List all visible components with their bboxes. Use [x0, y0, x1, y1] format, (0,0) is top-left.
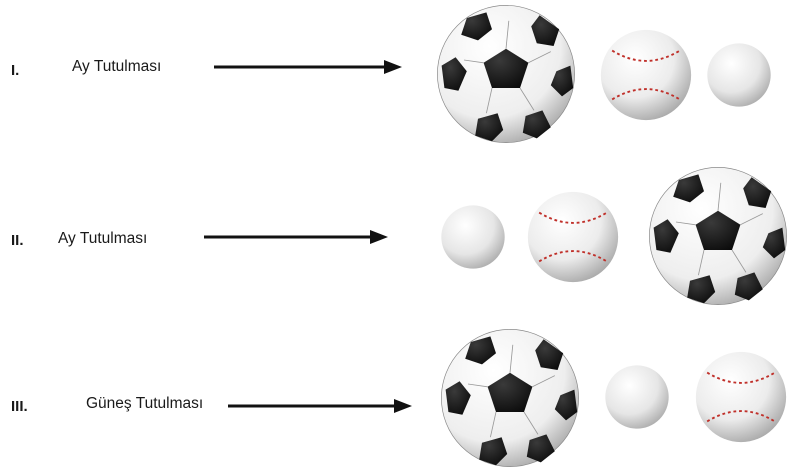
- baseball-icon: [695, 351, 787, 443]
- row-numeral: I.: [11, 62, 20, 79]
- white-ball-icon: [707, 43, 771, 107]
- arrow-icon: [214, 60, 402, 74]
- arrow-icon: [204, 230, 388, 244]
- soccer-ball-icon: [649, 167, 787, 305]
- arrow-icon: [228, 399, 412, 413]
- row-label: Güneş Tutulması: [86, 395, 204, 412]
- row-label: Ay Tutulması: [58, 230, 148, 247]
- row-2: II. Ay Tutulması: [0, 160, 805, 310]
- white-ball-icon: [441, 205, 505, 269]
- baseball-icon: [600, 29, 692, 121]
- row-numeral: III.: [11, 398, 28, 415]
- row-numeral: II.: [11, 232, 24, 249]
- row-1: I. Ay Tutulması: [0, 0, 805, 150]
- soccer-ball-icon: [437, 5, 575, 143]
- row-3: III. Güneş Tutulması: [0, 322, 805, 472]
- row-label: Ay Tutulması: [72, 58, 162, 75]
- soccer-ball-icon: [441, 329, 579, 467]
- baseball-icon: [527, 191, 619, 283]
- white-ball-icon: [605, 365, 669, 429]
